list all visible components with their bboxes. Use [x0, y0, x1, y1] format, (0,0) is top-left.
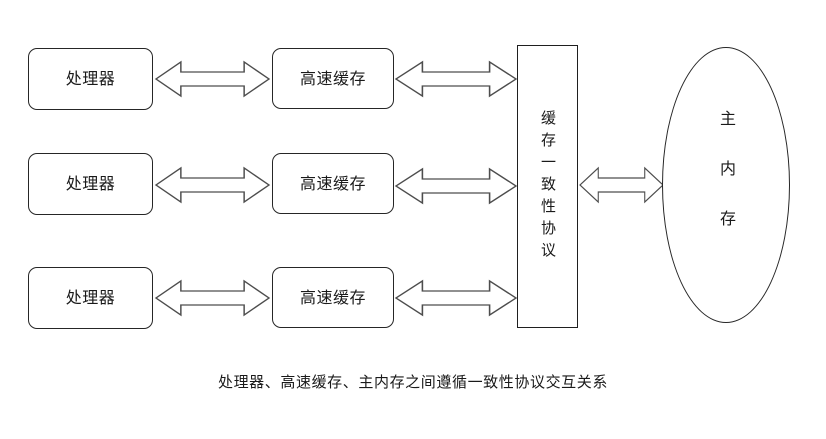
arrow-cache-protocol-3 — [395, 280, 517, 316]
protocol-label: 缓存一致性协议 — [539, 109, 557, 264]
arrow-processor-cache-1 — [155, 61, 270, 97]
arrow-cache-protocol-1 — [395, 61, 517, 97]
cache-box-3[interactable]: 高速缓存 — [272, 267, 394, 328]
arrow-protocol-memory — [579, 167, 664, 203]
processor-label: 处理器 — [65, 288, 116, 307]
processor-box-2[interactable]: 处理器 — [28, 153, 153, 215]
main-memory-label: 主内存 — [717, 110, 736, 260]
processor-label: 处理器 — [65, 69, 116, 88]
processor-box-3[interactable]: 处理器 — [28, 267, 153, 329]
arrow-processor-cache-2 — [155, 167, 270, 203]
arrow-cache-protocol-2 — [395, 168, 517, 204]
processor-label: 处理器 — [65, 174, 116, 193]
cache-coherence-protocol-box[interactable]: 缓存一致性协议 — [517, 45, 578, 328]
diagram-caption: 处理器、高速缓存、主内存之间遵循一致性协议交互关系 — [217, 373, 608, 391]
cache-box-2[interactable]: 高速缓存 — [272, 153, 394, 214]
cache-label: 高速缓存 — [299, 287, 366, 307]
processor-box-1[interactable]: 处理器 — [28, 48, 153, 110]
arrow-processor-cache-3 — [155, 280, 270, 316]
cache-label: 高速缓存 — [299, 173, 366, 193]
main-memory-ellipse[interactable]: 主内存 — [662, 47, 790, 323]
cache-box-1[interactable]: 高速缓存 — [272, 48, 394, 109]
cache-label: 高速缓存 — [299, 68, 366, 88]
